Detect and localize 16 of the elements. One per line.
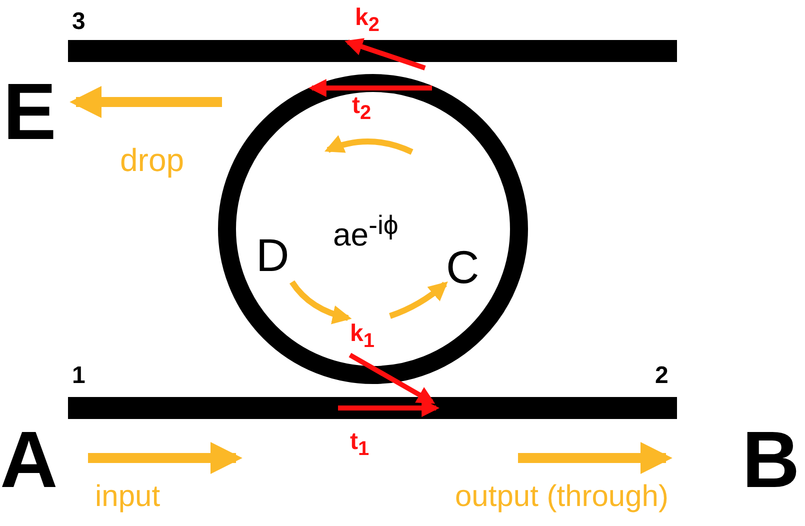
port-number: 3 <box>72 10 86 34</box>
coupling-label: k$_{1}$ <box>350 322 374 351</box>
coupling-label: t$_{2}$ <box>352 94 372 123</box>
port-letter: E <box>3 72 56 152</box>
ring-label: ae$^{-iϕ}$ <box>333 212 398 251</box>
port-letter: A <box>0 420 58 500</box>
port-number: 2 <box>655 364 668 388</box>
point-label: C <box>446 244 480 290</box>
port-label: drop <box>120 144 184 176</box>
coupling-label: k$_{2}$ <box>355 6 380 35</box>
coupling-label: t$_{1}$ <box>350 430 370 459</box>
port-letter: B <box>742 420 800 500</box>
port-number: 1 <box>72 364 86 388</box>
port-label: output (through) <box>455 482 668 512</box>
port-label: input <box>95 482 160 512</box>
point-label: D <box>256 232 290 278</box>
